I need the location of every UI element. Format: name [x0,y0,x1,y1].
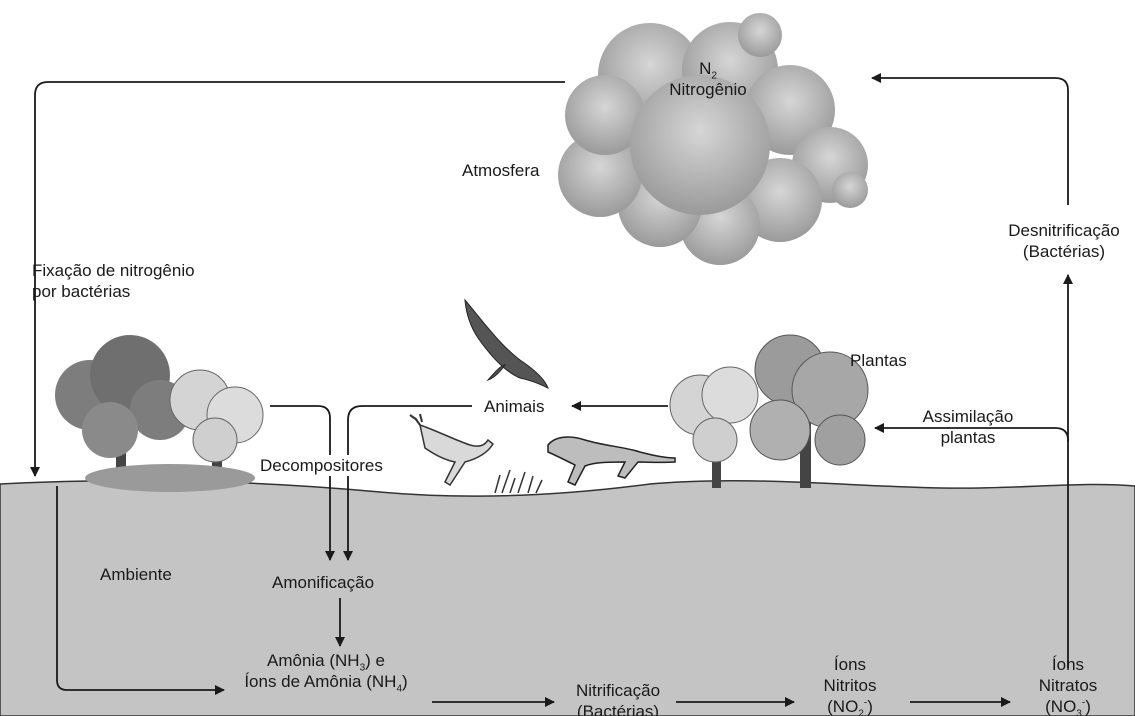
assimilation-label: Assimilação plantas [912,406,1024,448]
ammonification-label: Amonificação [272,572,374,593]
eagle-icon [465,300,548,388]
nitrate-label: Íons Nitratos (NO3-) [1018,654,1118,716]
animals-label: Animais [484,396,544,417]
cheetah-icon [548,437,675,485]
atmosphere-label: Atmosfera [462,160,539,181]
deer-icon [410,414,493,485]
cloud-icon [558,13,868,265]
nitrification-label: Nitrificação (Bactérias) [562,680,674,716]
fixation-label: Fixação de nitrogênio por bactérias [32,260,195,302]
denitrification-label: Desnitrificação (Bactérias) [996,220,1132,262]
environment-label: Ambiente [100,564,172,585]
arrow-denitrification-to-atmosphere [872,78,1068,205]
plants-label: Plantas [850,350,907,371]
ammonia-label: Amônia (NH3) e Íons de Amônia (NH4) [228,650,424,692]
tree-icon [670,335,868,488]
decomposers-label: Decompositores [258,455,385,476]
tree-icon [55,335,263,492]
nitrogen-gas-label: N2 Nitrogênio [648,58,768,100]
nitrite-label: Íons Nitritos (NO2-) [800,654,900,716]
grass-icon [495,470,542,493]
